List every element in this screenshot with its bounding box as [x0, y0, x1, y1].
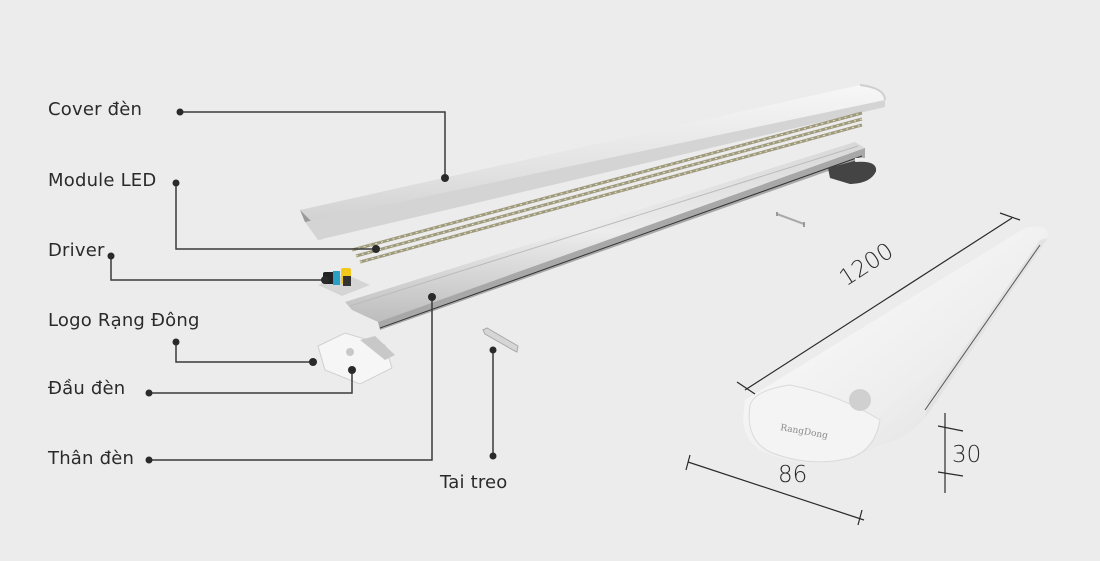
led-module-part: [351, 111, 863, 264]
label-endcap: Đầu đèn: [48, 378, 126, 399]
endcap-leader: [149, 370, 353, 394]
hanger-part-2: [482, 327, 519, 353]
callout-lines: [110, 111, 494, 461]
cover-leader: [180, 111, 446, 178]
dimension-width: 86: [778, 462, 808, 488]
label-driver: Driver: [48, 240, 105, 261]
label-logo: Logo Rạng Đông: [48, 310, 200, 331]
label-cover: Cover đèn: [48, 99, 143, 120]
dimension-height: 30: [952, 442, 982, 468]
label-hanger: Tai treo: [440, 472, 508, 493]
body-leader: [149, 297, 433, 461]
endcap-part: [317, 332, 395, 385]
cover-part: [300, 84, 886, 240]
callout-dots: [107, 108, 497, 464]
length-dim-line: [744, 217, 1013, 391]
label-body: Thân đèn: [48, 448, 135, 469]
driver-leader: [110, 256, 325, 281]
label-module-led: Module LED: [48, 170, 157, 191]
hanger-part-1: [776, 212, 805, 227]
logo-leader: [175, 342, 313, 363]
module-leader: [175, 183, 376, 250]
dimension-lines: [685, 212, 1021, 526]
assembled-lamp: RangDong: [743, 226, 1049, 464]
width-dim-line: [687, 461, 865, 521]
body-part: [345, 142, 881, 330]
